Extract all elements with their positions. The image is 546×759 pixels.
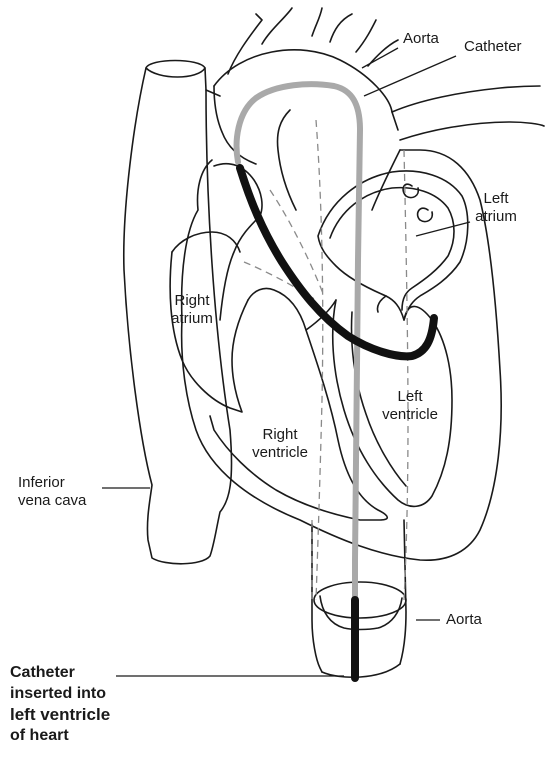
right-atrium-top <box>172 232 240 252</box>
right-ventricle-wall <box>210 288 387 520</box>
label-left-atrium: Left atrium <box>470 190 522 226</box>
leader-aorta-top <box>362 48 398 68</box>
label-left-ventricle-line1: Left <box>372 388 448 406</box>
catheter-grey-segment <box>237 84 360 604</box>
left-atrium-inner <box>330 188 454 310</box>
vena-cava-rim <box>146 68 205 77</box>
label-left-ventricle: Left ventricle <box>372 388 448 424</box>
lower-aorta-inner <box>320 596 402 630</box>
label-right-ventricle: Right ventricle <box>238 426 322 462</box>
left-atrium-valve <box>377 296 386 312</box>
caption-line1: Catheter <box>10 662 110 683</box>
label-ivc-line2: vena cava <box>18 492 86 510</box>
left-atrium-outline <box>318 171 468 320</box>
label-right-ventricle-line2: ventricle <box>238 444 322 462</box>
lower-aorta-opening <box>314 582 406 618</box>
label-aorta-top: Aorta <box>403 30 439 48</box>
label-right-atrium-line2: atrium <box>160 310 224 328</box>
aortic-branch-3 <box>356 20 376 52</box>
lower-aorta-bottom <box>322 664 400 677</box>
aorta-inner-curve <box>278 110 297 210</box>
caption-line2: inserted into <box>10 683 110 704</box>
caption-line4: of heart <box>10 725 110 746</box>
pulmonary-vein-opening-2 <box>418 208 433 221</box>
label-catheter: Catheter <box>464 38 522 56</box>
label-right-atrium-line1: Right <box>160 292 224 310</box>
small-vessel <box>206 90 220 96</box>
label-left-ventricle-line2: ventricle <box>372 406 448 424</box>
label-left-atrium-line1: Left <box>470 190 522 208</box>
heart-septum-outer <box>372 150 400 210</box>
pulmonary-vein-top <box>392 86 540 112</box>
aortic-branch-2b <box>330 14 352 42</box>
label-right-ventricle-line1: Right <box>238 426 322 444</box>
aortic-branch-2 <box>312 8 322 36</box>
label-left-atrium-line2: atrium <box>470 208 522 226</box>
label-aorta-bottom: Aorta <box>446 611 482 629</box>
aortic-branch-1 <box>228 14 262 74</box>
label-inferior-vena-cava: Inferior vena cava <box>18 474 86 510</box>
label-right-atrium: Right atrium <box>160 292 224 328</box>
leader-catheter <box>364 56 456 96</box>
leader-left-atrium <box>416 222 470 236</box>
label-ivc-line1: Inferior <box>18 474 86 492</box>
aortic-branch-1b <box>262 8 292 44</box>
caption-line3: left ventricle <box>10 704 110 725</box>
catheter-black-segment <box>240 168 434 356</box>
heart-outer-wall <box>182 150 502 560</box>
diagram-caption: Catheter inserted into left ventricle of… <box>10 662 110 746</box>
pulmonary-vein-bottom <box>400 122 544 140</box>
